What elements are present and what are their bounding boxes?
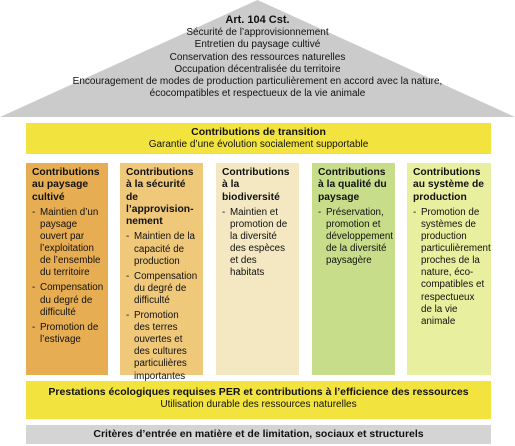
criteria-band: Critères d’entrée en matière et de limit… [26, 425, 491, 444]
roof-shape [0, 0, 515, 117]
pillar-item: Compensation du degré de difficulté [126, 271, 197, 307]
pillar-paysage-cultive: Contributions au paysage cultivé Maintie… [26, 163, 108, 375]
per-subtitle: Utilisation durable des ressources natur… [160, 398, 357, 410]
roof-line: écocompatibles et respectueux de la vie … [149, 88, 366, 100]
pillar-title: Contributions à la biodiversité [222, 167, 290, 203]
pillar-qualite-paysage: Contributions à la qualité du paysage Pr… [312, 163, 395, 375]
roof-line: Occupation décentralisée du territoire [174, 63, 341, 75]
pillar-item: Maintien et promotion de la diversité de… [222, 207, 293, 280]
pillar-title: Contributions à la qualité du paysage [318, 167, 387, 203]
pillar-item: Promotion des terres ouvertes et des cul… [126, 310, 197, 383]
pillar-title: Contributions au paysage cultivé [32, 167, 100, 203]
pillar-item: Promotion de systèmes de production part… [413, 207, 491, 328]
pillar-securite-approvisionnement: Contributions à la sécurité de l’approvi… [120, 163, 203, 382]
pillar-item: Maintien d’un paysage ouvert par l’explo… [32, 207, 102, 280]
roof-line: Sécurité de l’approvisionnement [186, 27, 329, 38]
roof-title: Art. 104 Cst. [225, 14, 290, 26]
transition-band: Contributions de transition Garantie d’u… [26, 123, 491, 154]
roof-text: Art. 104 Cst. Sécurité de l’approvisionn… [60, 0, 455, 101]
transition-title: Contributions de transition [191, 126, 326, 138]
pillar-item: Préservation, promotion et développement… [318, 207, 393, 267]
transition-subtitle: Garantie d’une évolution socialement sup… [148, 138, 369, 150]
per-band: Prestations écologiques requises PER et … [26, 381, 491, 419]
pillar-title: Contributions au système de production [413, 167, 484, 203]
roof-line: Entretien du paysage cultivé [194, 39, 321, 51]
pillar-item: Maintien de la capacité de production [126, 231, 197, 267]
pillar-item: Compensation du degré de difficulté [32, 282, 103, 318]
per-title: Prestations écologiques requises PER et … [48, 386, 469, 398]
pillar-title: Contributions à la sécurité de l’approvi… [126, 167, 194, 228]
pillar-item: Promotion de l’estivage [32, 322, 102, 346]
roof-line: Conservation des ressources naturelles [169, 51, 346, 63]
criteria-title: Critères d’entrée en matière et de limit… [93, 428, 424, 440]
pillar-systeme-production: Contributions au système de production P… [407, 163, 491, 375]
roof-line: Encouragement de modes de production par… [72, 76, 443, 88]
pillar-biodiversite: Contributions à la biodiversité Maintien… [216, 163, 299, 375]
